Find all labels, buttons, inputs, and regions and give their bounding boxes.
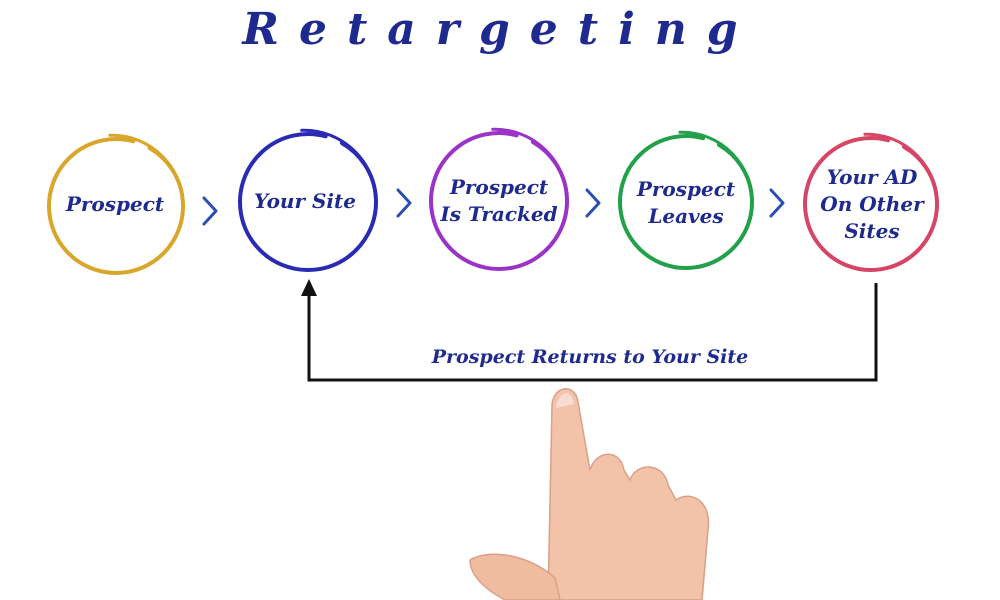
- chevron-right-icon: [769, 188, 785, 218]
- chevron-right-icon: [396, 188, 412, 218]
- step-circle-prospect: [47, 133, 185, 275]
- return-loop-label: Prospect Returns to Your Site: [431, 346, 749, 368]
- diagram-title: Retargeting: [242, 4, 758, 55]
- step-label-your-site: Your Site: [254, 188, 356, 213]
- step-label-ad-other-sites: Your AD On Other Sites: [820, 164, 924, 243]
- step-circle-your-site: [238, 128, 378, 272]
- pointing-hand-illustration: [469, 388, 710, 600]
- step-circle-prospect-tracked: [429, 127, 569, 271]
- return-loop-connector: [307, 283, 878, 382]
- step-label-prospect: Prospect: [65, 191, 165, 216]
- return-arrow-head: [301, 279, 317, 296]
- step-circle-ad-other-sites: [803, 132, 939, 272]
- step-label-prospect-tracked: Prospect Is Tracked: [440, 175, 558, 226]
- chevron-right-icon: [585, 188, 601, 218]
- step-label-prospect-leaves: Prospect Leaves: [636, 177, 736, 228]
- step-circle-prospect-leaves: [618, 130, 754, 270]
- chevron-right-icon: [202, 196, 218, 226]
